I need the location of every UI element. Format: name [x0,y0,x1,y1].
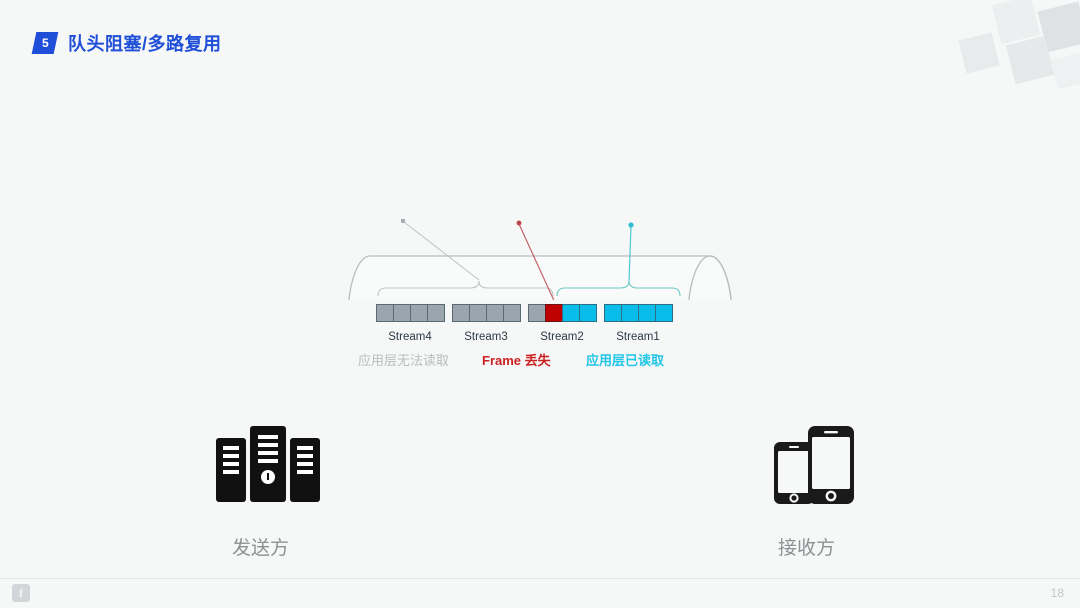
frame-block-cyan [655,304,673,322]
stream-group: Stream3 [452,304,521,343]
sender-label: 发送方 [232,538,290,559]
frame-block-gray [503,304,521,322]
frame-block-gray [410,304,428,322]
brand-logo-icon: f [12,584,30,602]
stream-label: Stream1 [616,331,660,343]
leader-dot-blocked [401,219,405,223]
page-number: 18 [1050,586,1064,600]
slide-header: 5 队头阻塞/多路复用 [31,30,222,56]
frame-block-gray [528,304,546,322]
frame-block-gray [393,304,411,322]
stream-group: Stream4 [376,304,445,343]
stream-blocks [376,304,445,322]
receiver-label: 接收方 [778,538,836,559]
stream-group: Stream1 [604,304,673,343]
leader-dot-lost [516,220,522,226]
leader-line-read [628,225,632,282]
stream-label: Stream4 [388,331,432,343]
frame-block-cyan [579,304,597,322]
stream-blocks [452,304,521,322]
stream-blocks [528,304,597,322]
footer-divider [0,578,1080,579]
frame-block-cyan [638,304,656,322]
phones-icon [774,426,854,504]
diagram-area: 应用层无法读取 Frame 丢失 应用层已读取 [0,150,1080,559]
stream-label: Stream2 [540,331,584,343]
frame-block-cyan [604,304,622,322]
annotation-lost: Frame 丢失 [482,353,551,368]
frame-block-red [545,304,563,322]
annotation-read: 应用层已读取 [586,353,665,368]
stream-blocks [604,304,673,322]
leader-line-blocked [403,221,480,281]
frame-block-gray [452,304,470,322]
stream-label: Stream3 [464,331,508,343]
page-title: 队头阻塞/多路复用 [68,34,222,54]
annotation-blocked: 应用层无法读取 [358,353,450,368]
pipe-diagram-svg [348,219,732,300]
brand-logo-glyph: f [19,586,23,600]
leader-dot-read [628,222,634,228]
sender-device [214,422,322,509]
frame-block-gray [469,304,487,322]
frame-block-gray [427,304,445,322]
frame-block-gray [376,304,394,322]
frame-block-cyan [621,304,639,322]
stream-group: Stream2 [528,304,597,343]
frame-block-gray [486,304,504,322]
leader-line-lost [518,223,555,300]
servers-icon [216,426,320,502]
pipe-body [348,255,732,300]
pipe-end-cap [688,255,732,300]
frame-block-cyan [562,304,580,322]
receiver-device [772,420,856,511]
